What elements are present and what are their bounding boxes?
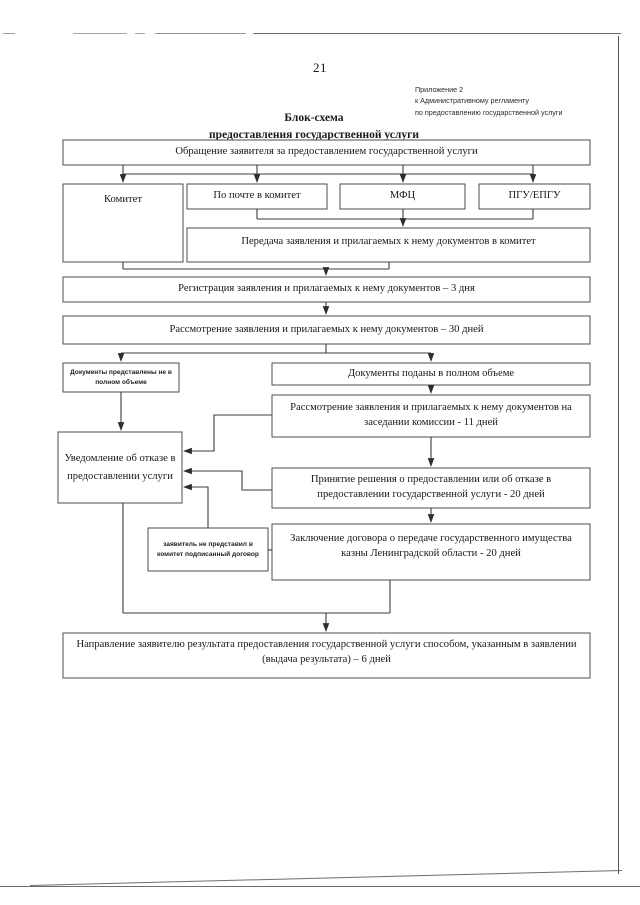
box-committee bbox=[62, 183, 184, 263]
connector-decision-to-refusal bbox=[183, 467, 272, 491]
appendix-line-2: к Административному регламенту bbox=[415, 96, 530, 106]
document-title-line-1: Блок-схема bbox=[284, 112, 344, 124]
connector-no-contract-to-refusal bbox=[183, 483, 209, 528]
appendix-line-1: Приложение 2 bbox=[415, 85, 464, 94]
connector-to-registration-bus bbox=[122, 262, 390, 270]
connector-commission-to-refusal bbox=[183, 414, 272, 455]
box-no-contract bbox=[147, 527, 269, 572]
page-number: 21 bbox=[313, 60, 327, 75]
appendix-line-3: по предоставлению государственной услуги bbox=[415, 107, 563, 117]
box-complete-docs bbox=[271, 362, 591, 386]
connector-refusal-to-result-bus bbox=[122, 503, 391, 614]
box-contract-20-days bbox=[271, 523, 591, 581]
scan-page-bottom-edge bbox=[0, 886, 640, 887]
box-mfc bbox=[339, 183, 466, 210]
connector-review-split-bus bbox=[121, 344, 431, 354]
box-pgu-epgu bbox=[478, 183, 591, 210]
box-incomplete-docs bbox=[62, 362, 180, 393]
box-decision-20-days bbox=[271, 467, 591, 509]
box-transfer bbox=[186, 227, 591, 263]
scan-artifact-top-line bbox=[0, 33, 640, 34]
document-title: Блок-схема предоставления государственно… bbox=[0, 110, 628, 145]
box-refusal-notice bbox=[57, 431, 183, 504]
document-title-line-2: предоставления государственной услуги bbox=[209, 129, 419, 142]
box-commission-11-days bbox=[271, 394, 591, 438]
box-registration bbox=[62, 276, 591, 303]
scan-page-right-edge bbox=[618, 36, 619, 874]
box-application bbox=[62, 139, 591, 166]
connector-application-bus bbox=[122, 165, 534, 175]
box-by-mail bbox=[186, 183, 328, 210]
appendix-reference: Приложение 2 к Административному регламе… bbox=[415, 84, 635, 118]
box-review-30-days bbox=[62, 315, 591, 345]
box-result-6-days bbox=[62, 632, 591, 679]
connector-channels-to-transfer-bus bbox=[256, 209, 534, 220]
